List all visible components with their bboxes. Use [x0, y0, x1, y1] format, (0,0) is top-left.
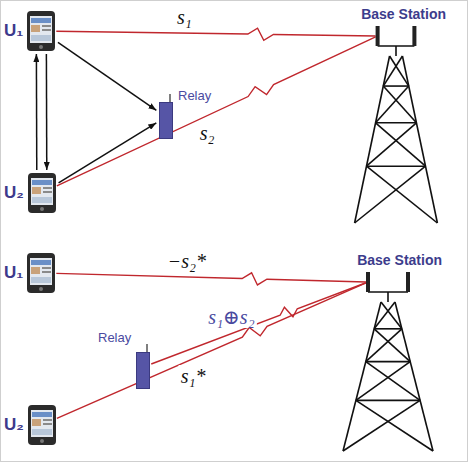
- signal-link: [56, 273, 366, 285]
- signal-link: [36, 54, 38, 170]
- base-station: Base Station: [338, 252, 442, 452]
- relay-symbol: [135, 344, 151, 390]
- user-device: U₂: [4, 172, 57, 214]
- node-label: U₂: [4, 415, 24, 435]
- node-label: Base Station: [361, 6, 446, 22]
- signal-link: [58, 42, 156, 110]
- tower-icon: [350, 24, 442, 224]
- base-station: Base Station: [350, 6, 446, 224]
- relay-symbol: [158, 94, 174, 140]
- node-label: U₂: [4, 183, 24, 203]
- tower-icon: [338, 270, 438, 452]
- node-label: Relay: [178, 88, 211, 103]
- signal-link: [46, 54, 48, 170]
- edge-label: s₁: [175, 6, 194, 28]
- node-label: Base Station: [357, 252, 442, 268]
- signal-link: [57, 37, 376, 186]
- edge-label: s₁⊕s₂: [206, 306, 256, 328]
- user-device: U₁: [4, 10, 56, 52]
- node-label: U₁: [4, 263, 23, 283]
- signal-link: [57, 283, 366, 419]
- signal-link: [59, 123, 157, 183]
- phone-icon: [27, 172, 57, 214]
- node-label: Relay: [98, 330, 131, 345]
- node-label: U₁: [4, 21, 23, 41]
- user-device: U₁: [4, 252, 56, 294]
- phone-icon: [27, 404, 57, 446]
- signal-link: [56, 28, 375, 40]
- relay-node: Relay: [98, 330, 151, 390]
- user-device: U₂: [4, 404, 57, 446]
- phone-icon: [26, 10, 56, 52]
- signal-link: [151, 283, 366, 364]
- edge-label: s₂: [198, 122, 217, 144]
- phone-icon: [26, 252, 56, 294]
- edge-label: −s₂*: [166, 250, 208, 272]
- edge-label: s₁*: [179, 365, 208, 387]
